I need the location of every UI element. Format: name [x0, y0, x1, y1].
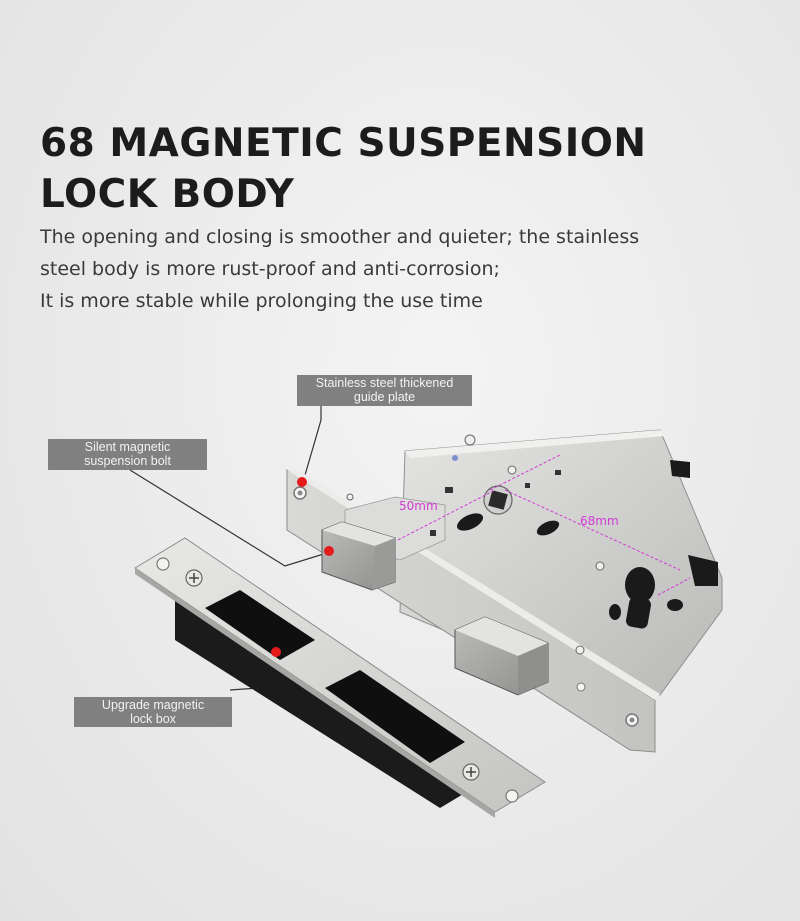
marker-bolt: [324, 546, 334, 556]
leader-guide-plate: [302, 406, 322, 483]
marker-guide-plate: [297, 477, 307, 487]
dimension-50mm: 50mm: [399, 499, 438, 513]
callout-bolt-line-2: suspension bolt: [84, 454, 171, 468]
callout-lock-box: Upgrade magnetic lock box: [74, 697, 232, 727]
dimension-68mm: 68mm: [580, 514, 619, 528]
callout-bolt: Silent magnetic suspension bolt: [48, 439, 207, 470]
callout-guide-plate: Stainless steel thickened guide plate: [297, 375, 472, 406]
callout-guide-plate-line-1: Stainless steel thickened: [315, 376, 454, 390]
callout-lock-box-line-1: Upgrade magnetic: [101, 698, 205, 712]
callout-markers: [271, 477, 334, 657]
description-line-3: It is more stable while prolonging the u…: [40, 290, 483, 312]
headline-line-2: LOCK BODY: [40, 172, 295, 217]
callout-guide-plate-line-2: guide plate: [353, 390, 416, 404]
strike-plate: [134, 537, 546, 818]
headline-line-1: 68 MAGNETIC SUSPENSION: [40, 121, 647, 166]
leader-bolt: [129, 469, 331, 567]
marker-lock-box: [271, 647, 281, 657]
dimension-lines: [397, 454, 691, 596]
description-line-1: The opening and closing is smoother and …: [40, 226, 640, 248]
description: The opening and closing is smoother and …: [40, 221, 639, 317]
callout-lock-box-line-2: lock box: [130, 712, 176, 726]
mortise-lock-body: 50mm 68mm: [286, 429, 723, 753]
headline: 68 MAGNETIC SUSPENSION LOCK BODY: [40, 118, 647, 220]
description-line-2: steel body is more rust-proof and anti-c…: [40, 258, 500, 280]
callout-bolt-line-1: Silent magnetic: [84, 440, 171, 454]
